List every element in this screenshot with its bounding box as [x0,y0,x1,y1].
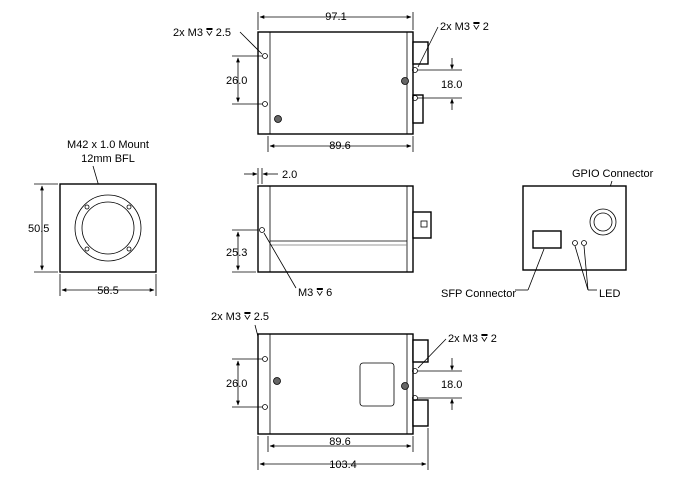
bottom-left-spacing-label: 26.0 [226,378,247,390]
top-view-screw [401,77,409,85]
front-height-label: 50.5 [28,223,49,235]
top-body-width-label: 89.6 [329,140,350,152]
top-view-connector-lower [412,94,424,124]
bottom-view-screw [273,377,281,385]
top-right-holes-label: 2x M3 ⩢ 2 [440,21,489,33]
top-view-front-flange [257,31,271,135]
led-indicator [572,240,578,246]
gpio-connector-outer [589,208,617,236]
top-view-hole [262,53,268,59]
gpio-connector-label: GPIO Connector [572,168,654,180]
bottom-view-connector-lower [412,399,429,427]
leader-line [417,338,447,369]
mount-screw [84,246,90,252]
bottom-view-body [257,333,414,435]
rear-view-body [522,185,627,271]
bottom-left-holes-label: 2x M3 ⩢ 2.5 [211,311,269,323]
sfp-connector-label: SFP Connector [441,288,516,300]
leader-line [239,31,263,55]
side-view-connector [412,211,432,239]
side-view-front-flange [257,185,271,273]
bottom-body-width-label: 89.6 [329,436,350,448]
bottom-right-spacing-label: 18.0 [441,379,462,391]
top-view-connector-upper [412,41,429,65]
side-view-hole [259,227,265,233]
top-view-hole [412,95,418,101]
top-width-total-label: 97.1 [325,11,346,23]
leader-line [574,245,589,291]
bottom-view: 2x M3 ⩢ 2.5 26.0 2x M3 ⩢ 2 18.0 89.6 [211,311,497,471]
bottom-view-hole [412,395,418,401]
front-view: M42 x 1.0 Mount 12mm BFL 50.5 58.5 [28,139,157,297]
mount-screw [84,204,90,210]
side-offset-label: 2.0 [282,169,297,181]
top-view: 97.1 2x M3 ⩢ 2.5 26.0 2x M3 ⩢ 2 18.0 89.… [173,11,489,152]
led-label: LED [599,288,620,300]
leader-line [417,26,439,68]
front-view-body [59,183,157,273]
lens-mount-inner [81,201,135,255]
bottom-view-screw [401,382,409,390]
leader-line [527,248,545,291]
leader-line [263,232,297,289]
top-view-hole [412,67,418,73]
top-right-spacing-label: 18.0 [441,79,462,91]
bottom-right-holes-label: 2x M3 ⩢ 2 [448,333,497,345]
led-indicator [581,240,587,246]
sfp-connector [532,230,562,249]
side-hole-height-label: 25.3 [226,247,247,259]
top-left-holes-label: 2x M3 ⩢ 2.5 [173,27,231,39]
top-left-spacing-label: 26.0 [226,75,247,87]
top-view-hole [262,101,268,107]
rear-view: GPIO Connector SFP Connector LED [441,168,654,300]
side-view-connector-pin [420,220,428,228]
mount-screw [126,204,132,210]
bottom-view-front-flange [257,333,271,435]
bottom-view-hole [262,356,268,362]
bottom-width-total-label: 103.4 [329,459,357,471]
bottom-view-label-plate [359,362,395,407]
top-view-body [257,31,414,135]
front-width-label: 58.5 [97,285,118,297]
side-view: 2.0 25.3 M3 ⩢ 6 [226,168,432,299]
bottom-view-hole [412,368,418,374]
mount-label-line1: M42 x 1.0 Mount [67,139,149,151]
top-view-screw [274,115,282,123]
side-view-body [257,185,414,273]
bottom-view-connector-upper [412,339,429,363]
mount-screw [126,246,132,252]
bottom-view-hole [262,404,268,410]
lens-mount-outer [74,194,142,262]
leader-line [583,245,589,291]
side-hole-label: M3 ⩢ 6 [298,287,332,299]
mount-label-line2: 12mm BFL [81,153,135,165]
gpio-connector-inner [593,212,613,232]
